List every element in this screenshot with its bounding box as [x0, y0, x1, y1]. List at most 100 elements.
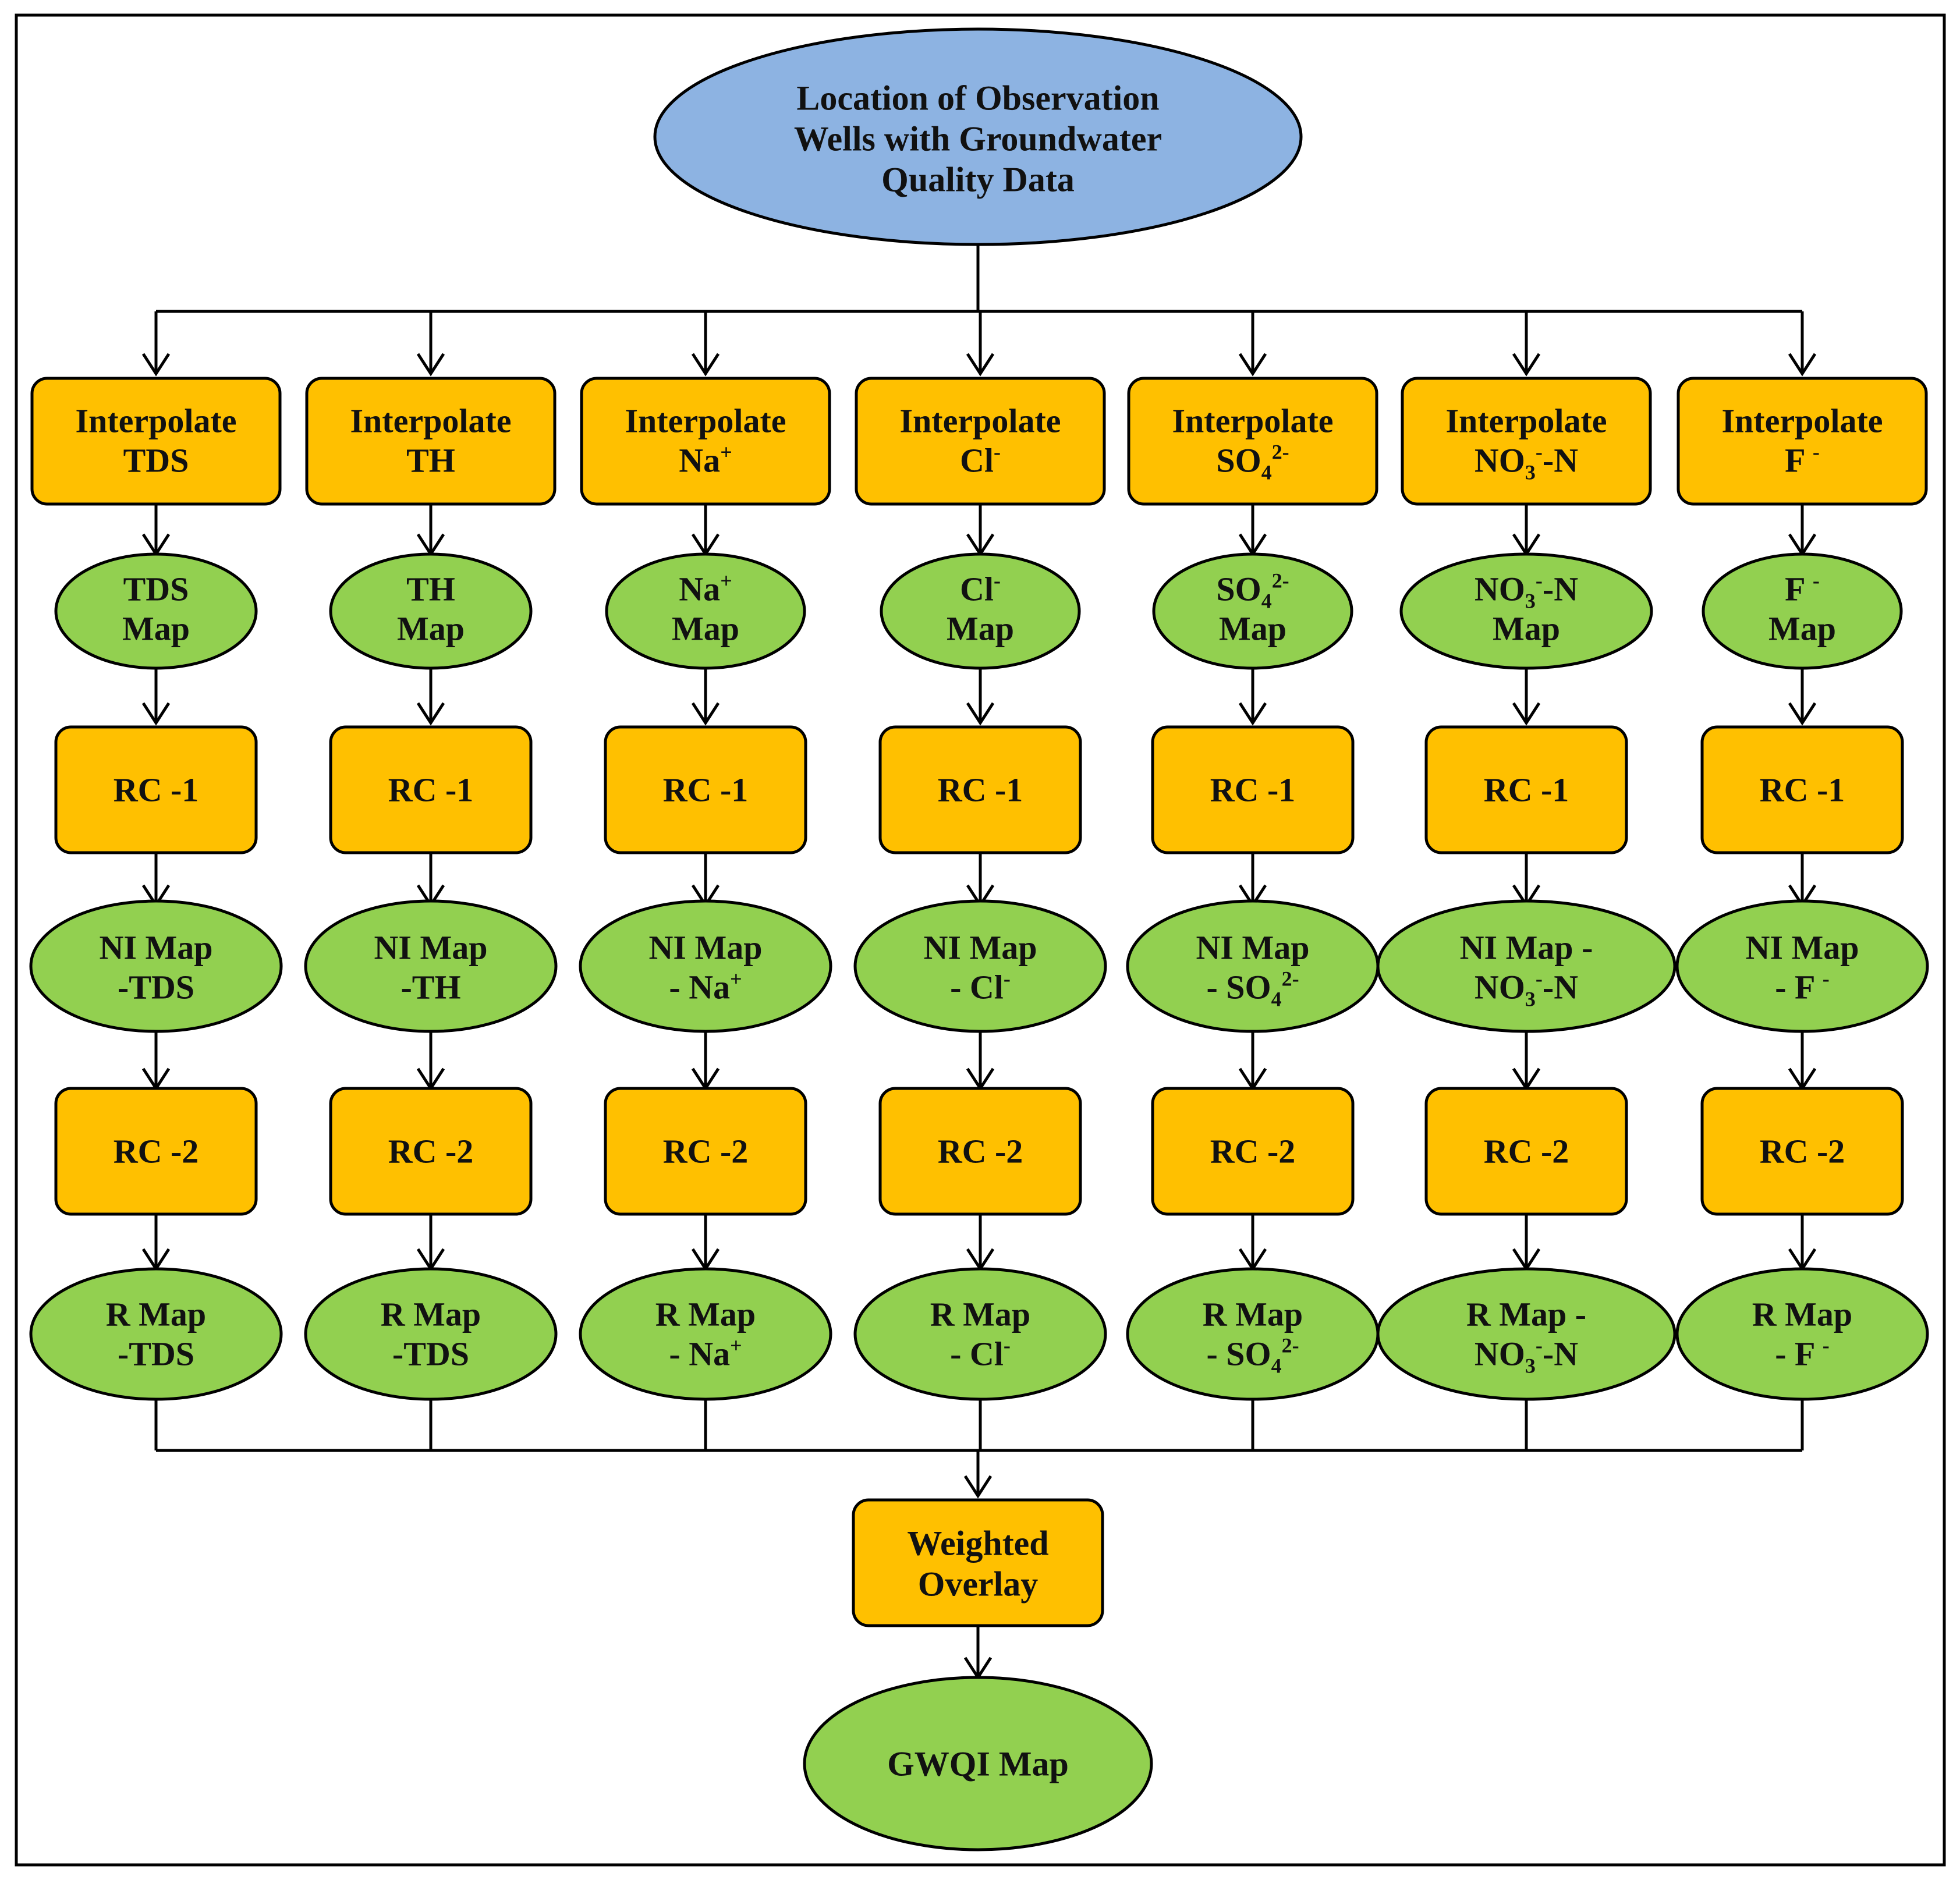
- f-map-node: [1702, 552, 1903, 670]
- rc1-f-node: [1700, 725, 1904, 854]
- so4-map-label-text: SO: [1216, 570, 1261, 608]
- rc2-no3-node: [1424, 1087, 1628, 1216]
- r-map-f-node: [1675, 1267, 1929, 1401]
- ni-map-no3-label-text: -N: [1543, 969, 1578, 1006]
- na-map-label-text: Map: [672, 610, 739, 648]
- interpolate-cl-label-text: -: [994, 441, 1001, 464]
- rc2-no3-label: RC -2: [1484, 1133, 1569, 1170]
- rc2-f-label: RC -2: [1760, 1133, 1845, 1170]
- ni-map-so4-label-text: - SO: [1206, 969, 1271, 1006]
- r-map-cl-label: R Map- Cl-: [930, 1296, 1030, 1373]
- source-label-text: Wells with Groundwater: [794, 119, 1162, 158]
- interpolate-na-label-text: Interpolate: [625, 402, 786, 440]
- r-map-na-label: R Map- Na+: [655, 1296, 756, 1373]
- interpolate-cl-node: [855, 377, 1106, 506]
- r-map-tds-label-text: R Map: [106, 1296, 206, 1333]
- rc2-tds-label-text: RC -2: [114, 1133, 199, 1170]
- r-map-tds-label: R Map-TDS: [106, 1296, 206, 1373]
- r-map-cl-label-text: - Cl: [950, 1335, 1004, 1373]
- arrowhead: [141, 353, 171, 377]
- na-map-label: Na+Map: [672, 569, 739, 648]
- cl-map-label: Cl-Map: [947, 569, 1014, 648]
- r-map-so4-node: [1126, 1267, 1380, 1401]
- interpolate-th-node: [305, 377, 557, 506]
- interpolate-no3-label-text: Interpolate: [1445, 402, 1607, 440]
- interpolate-f-label-text: Interpolate: [1721, 402, 1883, 440]
- weighted-overlay-label-text: Overlay: [918, 1565, 1039, 1603]
- rc1-no3-node: [1424, 725, 1628, 854]
- r-map-so4-label-text: 2-: [1282, 1334, 1299, 1357]
- ni-map-cl-label: NI Map- Cl-: [924, 929, 1037, 1006]
- arrowhead: [691, 353, 720, 377]
- na-map-label-text: +: [720, 569, 732, 593]
- ni-map-f-node: [1675, 899, 1929, 1033]
- ni-map-f-label-text: NI Map: [1746, 929, 1859, 967]
- interpolate-so4-label-text: 2-: [1272, 441, 1289, 464]
- na-map-node: [605, 552, 806, 670]
- interpolate-tds-label-text: TDS: [123, 442, 189, 480]
- interpolate-f-label-text: -: [1813, 441, 1820, 464]
- f-map-label: F -Map: [1768, 569, 1836, 648]
- r-map-cl-label-text: R Map: [930, 1296, 1030, 1333]
- r-map-na-label-text: +: [730, 1334, 742, 1357]
- interpolate-cl-label-text: Interpolate: [899, 402, 1061, 440]
- cl-map-label-text: -: [994, 569, 1001, 593]
- rc2-f-node: [1700, 1087, 1904, 1216]
- r-map-th-label-text: R Map: [381, 1296, 481, 1333]
- ni-map-na-label-text: - Na: [669, 969, 730, 1006]
- ni-map-na-label-text: NI Map: [649, 929, 763, 967]
- rc2-th-label-text: RC -2: [388, 1133, 474, 1170]
- ni-map-th-node: [304, 899, 558, 1033]
- interpolate-na-label-text: Na: [679, 442, 720, 480]
- rc1-f-label: RC -1: [1760, 771, 1845, 809]
- ni-map-cl-node: [853, 899, 1107, 1033]
- ni-map-th-label: NI Map-TH: [374, 929, 488, 1006]
- interpolate-na-label-text: +: [720, 441, 732, 464]
- cl-map-label-text: Cl: [960, 570, 994, 608]
- rc2-tds-node: [54, 1087, 258, 1216]
- rc2-th-label: RC -2: [388, 1133, 474, 1170]
- rc2-so4-label-text: RC -2: [1210, 1133, 1296, 1170]
- arrowhead: [1788, 353, 1817, 377]
- ni-map-th-label-text: -TH: [400, 969, 460, 1006]
- interpolate-no3-node: [1401, 377, 1652, 506]
- outer-border: [15, 13, 1946, 1867]
- rc2-na-label-text: RC -2: [663, 1133, 749, 1170]
- ni-map-na-label: NI Map- Na+: [649, 929, 763, 1006]
- rc1-na-label: RC -1: [663, 771, 749, 809]
- rc1-cl-node: [878, 725, 1082, 854]
- arrowhead: [966, 702, 995, 726]
- so4-map-node: [1152, 552, 1353, 670]
- rc1-so4-label-text: RC -1: [1210, 771, 1296, 809]
- so4-map-label: SO42-Map: [1216, 569, 1289, 648]
- r-map-no3-node: [1376, 1267, 1677, 1401]
- ni-map-so4-label-text: 2-: [1282, 967, 1299, 991]
- r-map-no3-label-text: NO: [1475, 1335, 1525, 1373]
- tds-map-node: [54, 552, 258, 670]
- rc2-f-label-text: RC -2: [1760, 1133, 1845, 1170]
- interpolate-f-label-text: F: [1785, 442, 1813, 480]
- rc2-cl-label-text: RC -2: [938, 1133, 1023, 1170]
- ni-map-tds-label-text: NI Map: [100, 929, 213, 967]
- no3-map-node: [1399, 552, 1653, 670]
- ni-map-f-label-text: -: [1823, 967, 1830, 991]
- r-map-th-label: R Map-TDS: [381, 1296, 481, 1373]
- r-map-na-node: [579, 1267, 832, 1401]
- rc2-na-label: RC -2: [663, 1133, 749, 1170]
- rc2-cl-label: RC -2: [938, 1133, 1023, 1170]
- ni-map-no3-label-text: 3: [1525, 987, 1536, 1010]
- f-map-label-text: Map: [1768, 610, 1836, 648]
- rc1-tds-node: [54, 725, 258, 854]
- arrowhead: [1788, 702, 1817, 726]
- interpolate-so4-node: [1127, 377, 1378, 506]
- so4-map-label-text: 4: [1261, 589, 1272, 612]
- weighted-overlay-label-text: Weighted: [907, 1524, 1048, 1562]
- rc1-tds-label-text: RC -1: [114, 771, 199, 809]
